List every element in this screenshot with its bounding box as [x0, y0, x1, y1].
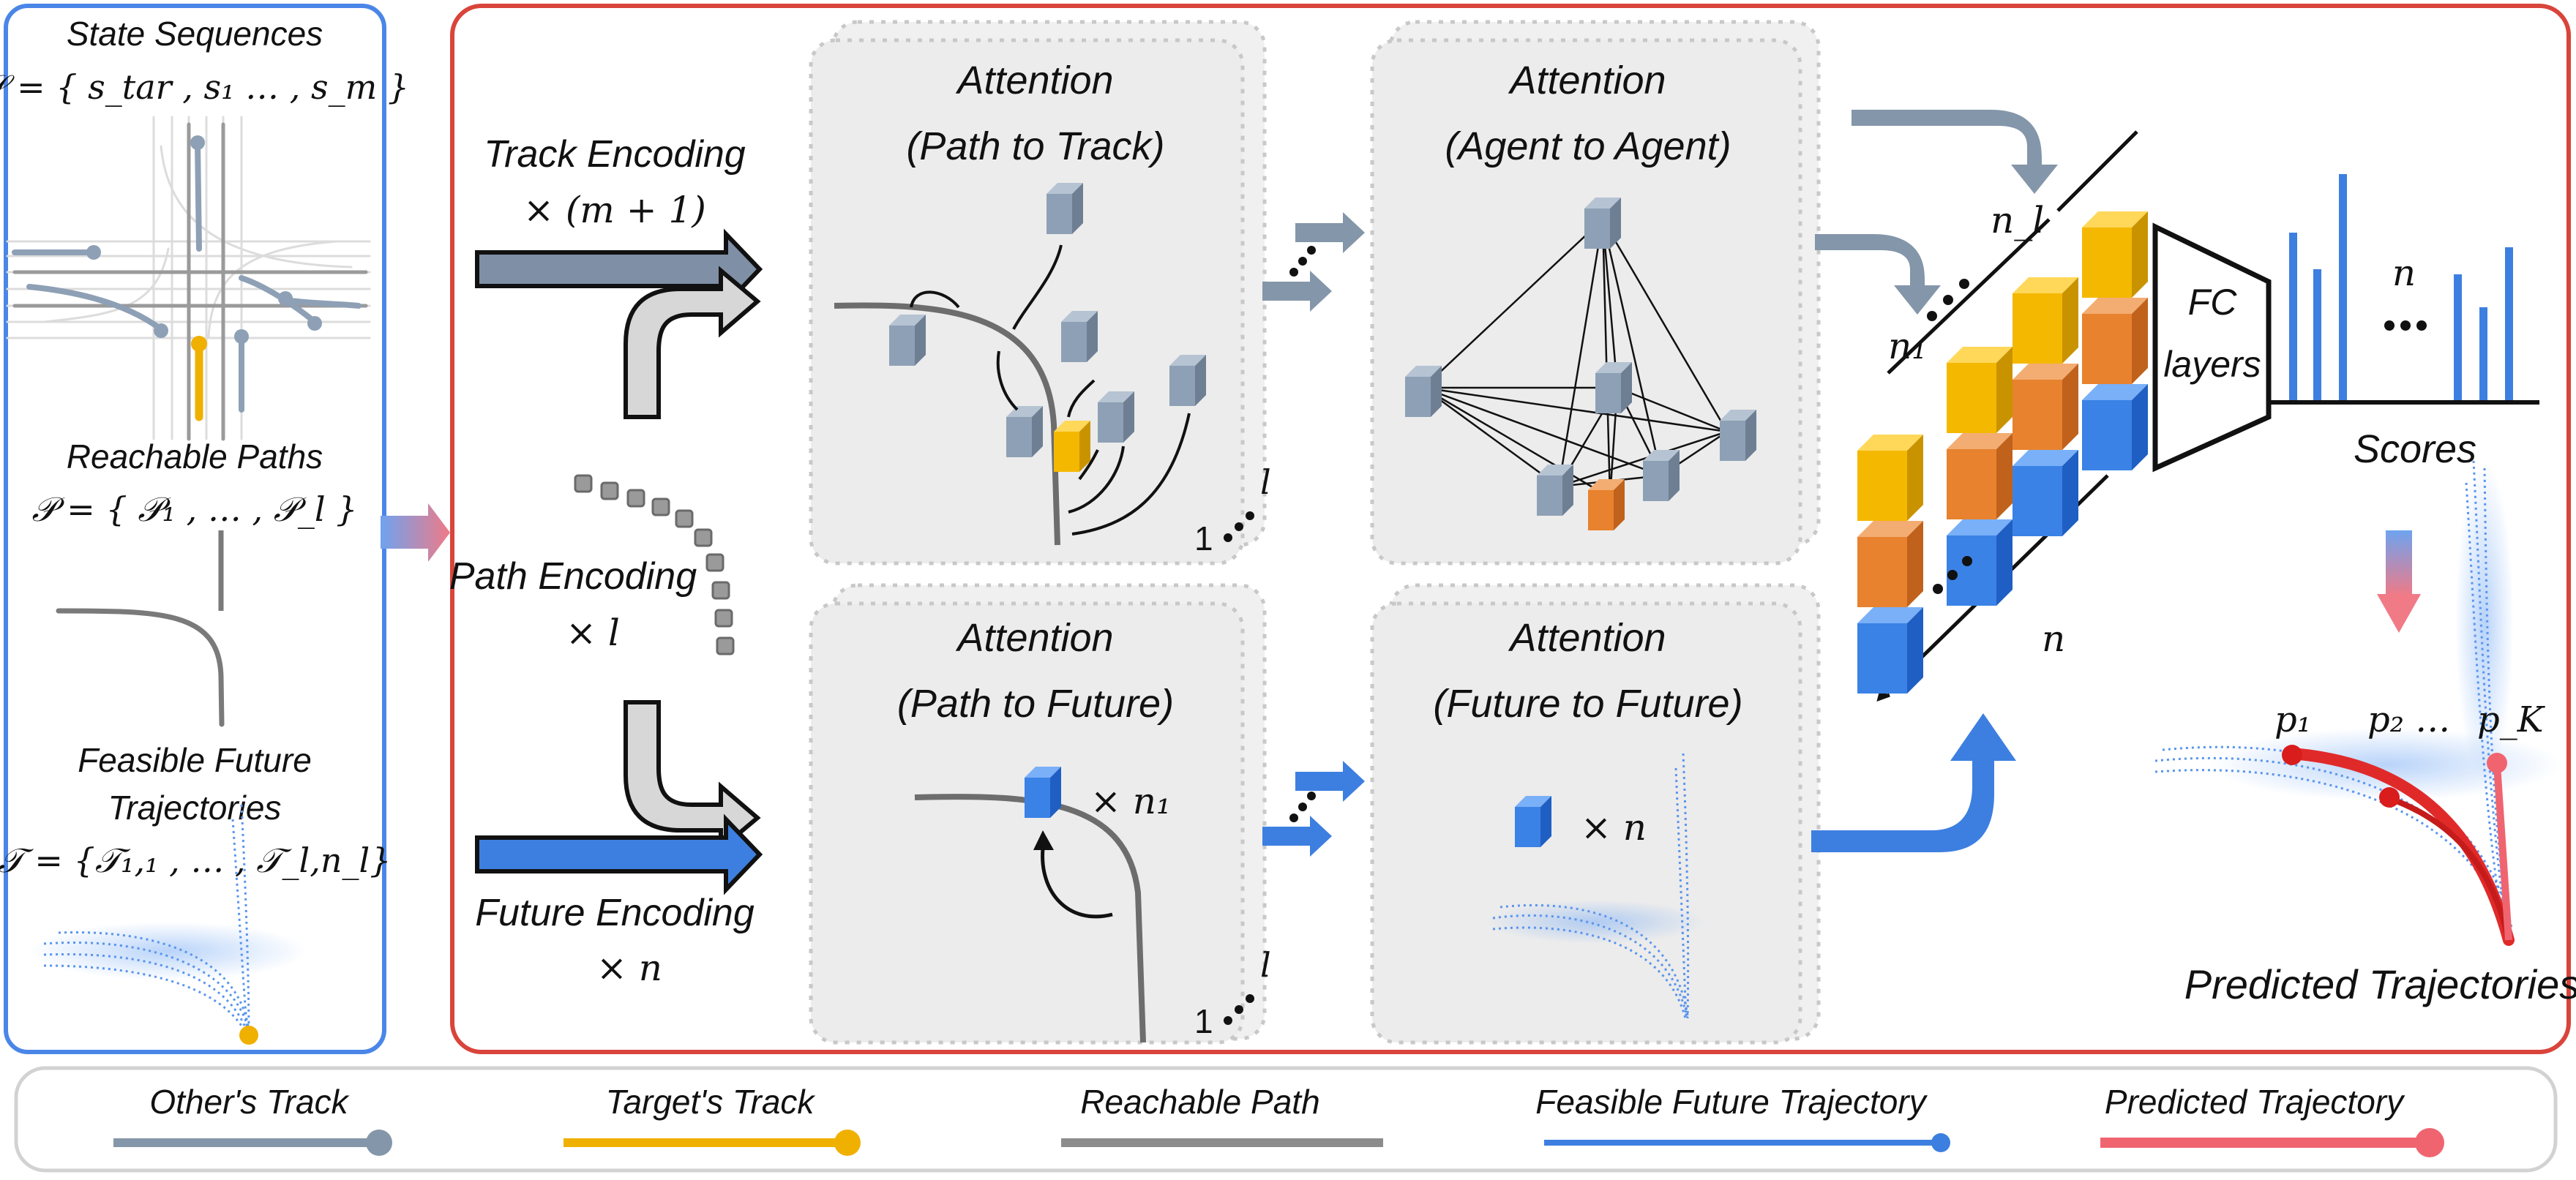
future-encoding-mult: × n	[596, 947, 662, 989]
attention-path-to-track: Attention (Path to Track) 1 l	[809, 20, 1271, 565]
attn-ata-title-2: (Agent to Agent)	[1445, 124, 1731, 168]
reachable-paths-formula: 𝒫 = { 𝒫₁ , … , 𝒫_l }	[32, 489, 358, 529]
reachable-paths-title: Reachable Paths	[67, 437, 323, 476]
attention-future-to-future: Attention (Future to Future) × n	[1370, 583, 1821, 1045]
attn-ptf-arrow	[1041, 848, 1113, 919]
attn-ptf-cube	[1025, 767, 1061, 818]
scores-n: n	[2392, 252, 2416, 294]
feasible-future-fan	[29, 804, 307, 1034]
to-output-arrows	[1811, 110, 2058, 852]
future-encoding-arrow	[475, 813, 763, 895]
predicted-trajectories: p₁ p₂ … p_K Predicted Trajectories	[2154, 460, 2576, 1007]
state-sequences-formula: 𝒮 = { s_tar , s₁ … , s_m }	[0, 67, 409, 107]
legend-item-reachable-path: Reachable Path	[1061, 1083, 1383, 1147]
fc-label-1: FC	[2188, 282, 2238, 323]
fc-label-2: layers	[2163, 344, 2261, 385]
state-sequences-title: State Sequences	[67, 15, 323, 53]
pk-point	[2487, 753, 2507, 773]
attn-ftf-title-1: Attention	[1508, 616, 1666, 660]
predicted-fan	[2154, 460, 2561, 931]
legend-label-targets-track: Target's Track	[606, 1083, 816, 1121]
path-encoding-chain	[574, 474, 735, 655]
legend-label-predicted-trajectory: Predicted Trajectory	[2105, 1083, 2405, 1121]
input-panel: State Sequences 𝒮 = { s_tar , s₁ … , s_m…	[0, 4, 409, 1054]
scores-label: Scores	[2354, 427, 2476, 471]
legend-item-others-track: Other's Track	[113, 1083, 392, 1156]
pk-label: p_K	[2477, 699, 2546, 740]
feasible-future-formula: 𝒯 = {𝒯₁,₁ , … , 𝒯_l,n_l}	[0, 841, 391, 880]
p2-point	[2379, 787, 2400, 808]
feasible-future-title-2: Trajectories	[108, 789, 282, 827]
track-encoding-curve-arrow	[624, 266, 761, 419]
predicted-trajectories-label: Predicted Trajectories	[2184, 961, 2576, 1007]
attn-ftf-fan	[1486, 753, 1705, 1019]
legend-label-reachable-path: Reachable Path	[1080, 1083, 1319, 1121]
scores-chart: n Scores	[2267, 174, 2539, 471]
legend-label-feasible-future: Feasible Future Trajectory	[1535, 1083, 1928, 1121]
attn-ptt-path	[834, 302, 1060, 546]
attn-ftf-cube	[1515, 796, 1551, 847]
future-encoding-label: Future Encoding	[475, 892, 755, 934]
tensor-n-bottom: n	[2042, 617, 2065, 660]
attn-ptf-title-1: Attention	[955, 616, 1113, 660]
scores-to-predicted-arrow-head	[2377, 594, 2421, 633]
p1-point	[2282, 745, 2302, 765]
track-encoding-label: Track Encoding	[484, 133, 746, 176]
attn-ftf-times-n: × n	[1581, 806, 1647, 849]
attn-ptf-stack-start: 1	[1194, 1002, 1213, 1040]
attention-agent-to-agent: Attention (Agent to Agent)	[1370, 20, 1821, 565]
attn-ptf-stack-end: l	[1260, 945, 1271, 985]
legend-item-feasible-future: Feasible Future Trajectory	[1535, 1083, 1950, 1152]
feasible-future-title-1: Feasible Future	[78, 741, 312, 779]
attn-ptf-path	[914, 794, 1146, 1043]
legend-item-targets-track: Target's Track	[564, 1083, 861, 1156]
attention-path-to-future: Attention (Path to Future) × n₁ 1 l	[809, 583, 1271, 1045]
attn-ptt-dots	[1224, 511, 1254, 542]
middle-arrows	[1262, 212, 1365, 857]
legend: Other's Track Target's Track Reachable P…	[14, 1066, 2558, 1173]
fc-layers-block: FC layers	[2152, 222, 2272, 473]
scores-to-predicted-arrow-shaft	[2386, 530, 2412, 596]
attn-ptt-attention-arrows	[910, 244, 1191, 535]
path-encoding-mult: × l	[566, 612, 620, 654]
encoding-column: Track Encoding × (m + 1) Path Encoding ×…	[449, 133, 763, 989]
attn-ftf-title-2: (Future to Future)	[1433, 682, 1742, 726]
p2-label: p₂ …	[2367, 699, 2450, 740]
track-encoding-mult: × (m + 1)	[523, 189, 706, 231]
intersection-map	[6, 116, 371, 441]
score-bars	[2289, 174, 2513, 401]
attn-ptt-title-2: (Path to Track)	[906, 124, 1164, 168]
target-position-dot	[239, 1026, 258, 1045]
tensor-n-l: n_l	[1991, 199, 2044, 241]
attn-ptf-dots	[1224, 994, 1254, 1025]
attn-ata-title-1: Attention	[1508, 59, 1666, 102]
reachable-path-sample	[56, 608, 225, 727]
attn-ptt-title-1: Attention	[955, 59, 1113, 102]
legend-label-others-track: Other's Track	[149, 1083, 349, 1121]
tensor-n-1: n₁	[1888, 325, 1926, 367]
attn-ptf-title-2: (Path to Future)	[897, 682, 1174, 726]
attn-ptt-stack-start: 1	[1194, 519, 1213, 557]
legend-item-predicted-trajectory: Predicted Trajectory	[2100, 1083, 2444, 1157]
output-tensor: n_l n₁ n	[1857, 130, 2148, 702]
p1-label: p₁	[2274, 699, 2311, 740]
path-encoding-label: Path Encoding	[449, 555, 697, 598]
attn-ptf-times-n1: × n₁	[1090, 780, 1171, 822]
input-to-model-arrow	[381, 503, 450, 562]
attn-ptt-stack-end: l	[1260, 462, 1271, 502]
